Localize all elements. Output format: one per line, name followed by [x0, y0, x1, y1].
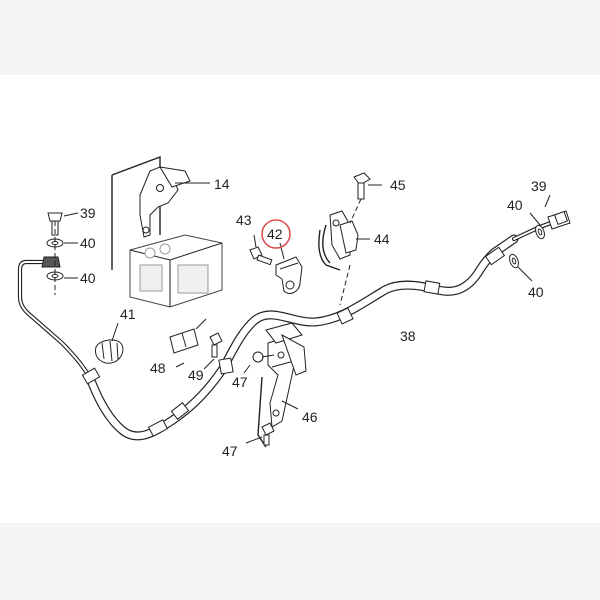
abs-bracket [111, 155, 210, 270]
abs-modulator [129, 234, 223, 308]
callout-39-left: 39 [80, 205, 96, 221]
bolt-49 [203, 332, 223, 370]
bolt-47a [243, 351, 275, 374]
callout-43: 43 [236, 212, 252, 228]
callout-14: 14 [214, 176, 230, 192]
left-banjo-bolt [41, 212, 79, 295]
callout-42: 42 [267, 226, 283, 242]
left-metal-pipe [17, 259, 93, 380]
main-brake-hose [81, 234, 519, 441]
bolt-43 [249, 234, 273, 266]
callout-45: 45 [390, 177, 406, 193]
clamp-42 [275, 242, 303, 294]
bracket-upper-46 [265, 322, 307, 376]
callout-47-a: 47 [232, 374, 248, 390]
callout-47-b: 47 [222, 443, 238, 459]
callout-46: 46 [302, 409, 318, 425]
bolt-45 [349, 172, 382, 224]
callout-48: 48 [150, 360, 166, 376]
hose-clip-41 [95, 322, 124, 364]
bracket-44 [318, 210, 370, 306]
callout-40-right-a: 40 [507, 197, 523, 213]
callout-40-left-b: 40 [80, 270, 96, 286]
callout-38: 38 [400, 328, 416, 344]
brake-line-diagram: 14 39 40 40 41 43 42 45 44 39 40 40 38 4… [17, 155, 571, 459]
callout-44: 44 [374, 231, 390, 247]
callout-41: 41 [120, 306, 136, 322]
callout-49: 49 [188, 367, 204, 383]
callouts: 14 39 40 40 41 43 42 45 44 39 40 40 38 4… [80, 176, 547, 459]
callout-40-left-a: 40 [80, 235, 96, 251]
right-banjo-bolt [509, 194, 571, 282]
plate-48 [169, 318, 207, 368]
diagram-canvas: 14 39 40 40 41 43 42 45 44 39 40 40 38 4… [0, 75, 600, 523]
callout-42-highlight: 42 [261, 219, 291, 249]
callout-39-right: 39 [531, 178, 547, 194]
callout-40-right-b: 40 [528, 284, 544, 300]
bolt-47b [245, 422, 275, 446]
right-metal-pipe [511, 218, 559, 242]
